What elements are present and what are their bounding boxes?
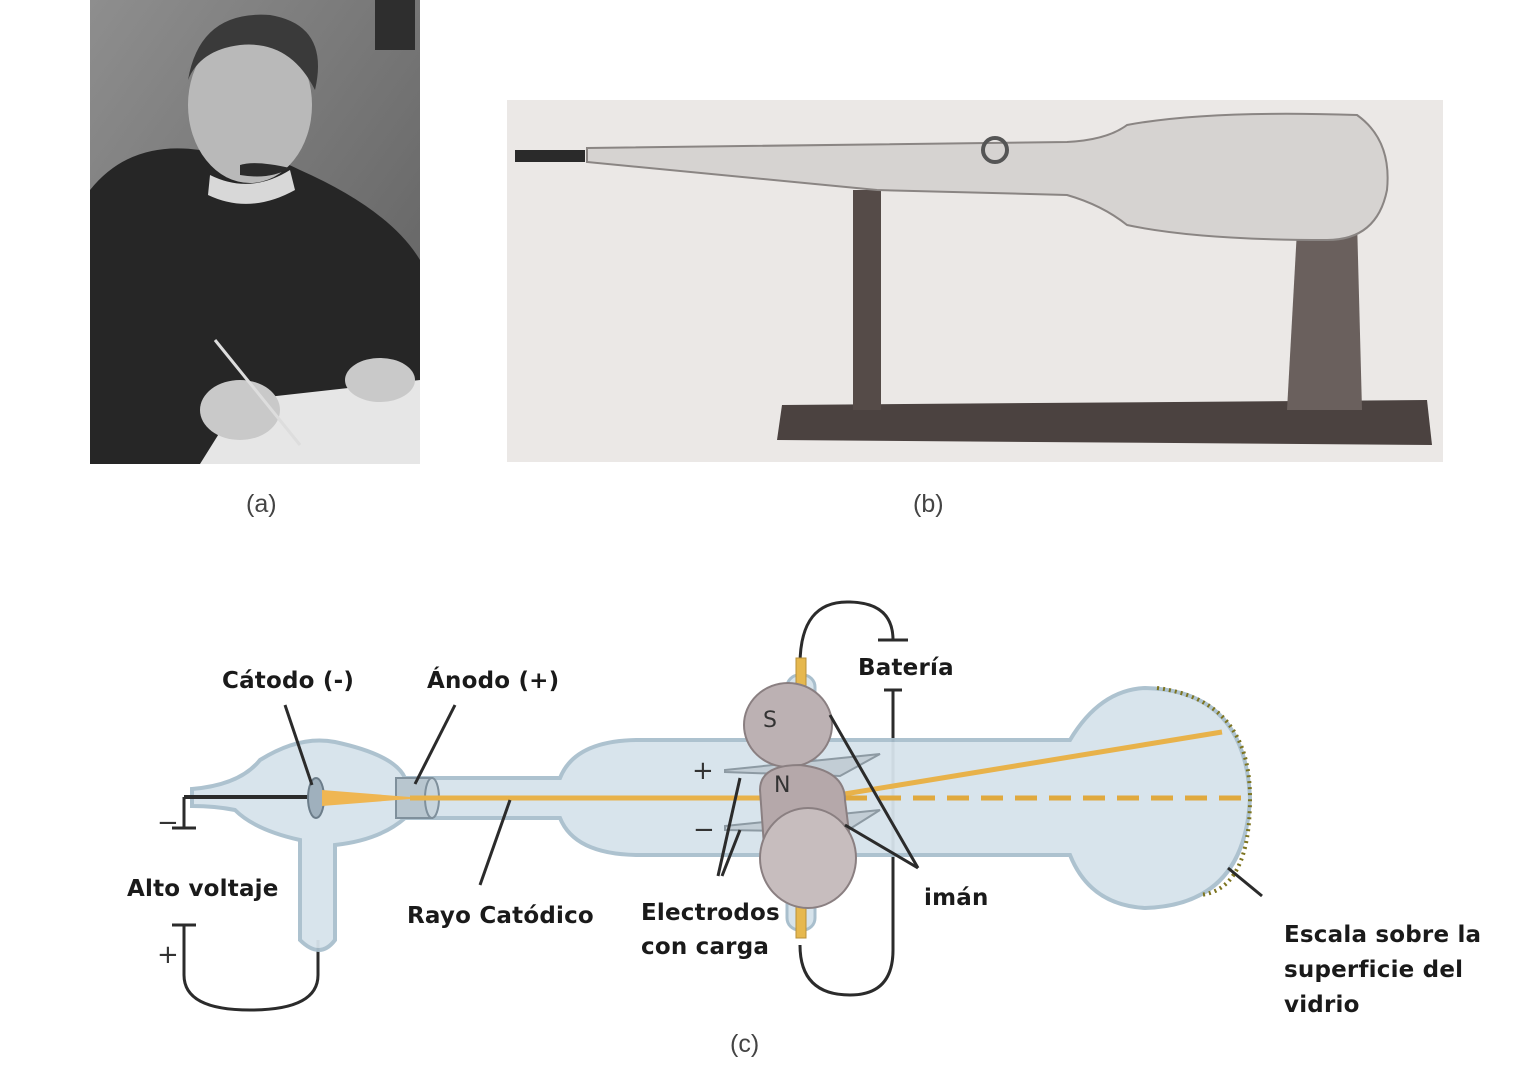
label-electrodos-2: con carga bbox=[641, 934, 770, 960]
leader-lines bbox=[283, 704, 1263, 898]
label-anodo: Ánodo (+) bbox=[427, 668, 560, 694]
hv-plus-sign: + bbox=[157, 940, 179, 970]
portrait-photo bbox=[90, 0, 420, 464]
magnet-south-label: S bbox=[763, 708, 777, 733]
deflected-beam bbox=[819, 729, 1223, 801]
battery-wire bbox=[798, 600, 895, 997]
magnet-south-pole bbox=[743, 682, 833, 768]
plate-minus-sign: − bbox=[693, 815, 715, 845]
label-rayo-catodico: Rayo Catódico bbox=[407, 903, 594, 929]
hv-minus-sign: − bbox=[157, 808, 179, 838]
caption-a: (a) bbox=[246, 490, 277, 518]
label-escala-3: vidrio bbox=[1284, 992, 1360, 1018]
caption-c: (c) bbox=[730, 1030, 760, 1058]
label-electrodos-1: Electrodos bbox=[641, 900, 780, 926]
caption-b: (b) bbox=[913, 490, 944, 518]
label-escala-2: superficie del bbox=[1284, 957, 1464, 983]
label-bateria: Batería bbox=[858, 655, 954, 681]
cathode-ray-cone bbox=[322, 790, 410, 806]
magnet-north-face bbox=[759, 807, 857, 909]
label-escala-1: Escala sobre la bbox=[1284, 922, 1482, 948]
apparatus-photo bbox=[507, 100, 1443, 462]
plate-plus-sign: + bbox=[692, 756, 714, 786]
label-catodo: Cátodo (-) bbox=[222, 668, 355, 694]
label-iman: imán bbox=[924, 885, 989, 911]
label-alto-voltaje: Alto voltaje bbox=[127, 876, 279, 902]
high-voltage-wire bbox=[182, 797, 320, 1012]
glass-tube bbox=[190, 685, 1253, 952]
magnet-north-label: N bbox=[774, 773, 791, 798]
